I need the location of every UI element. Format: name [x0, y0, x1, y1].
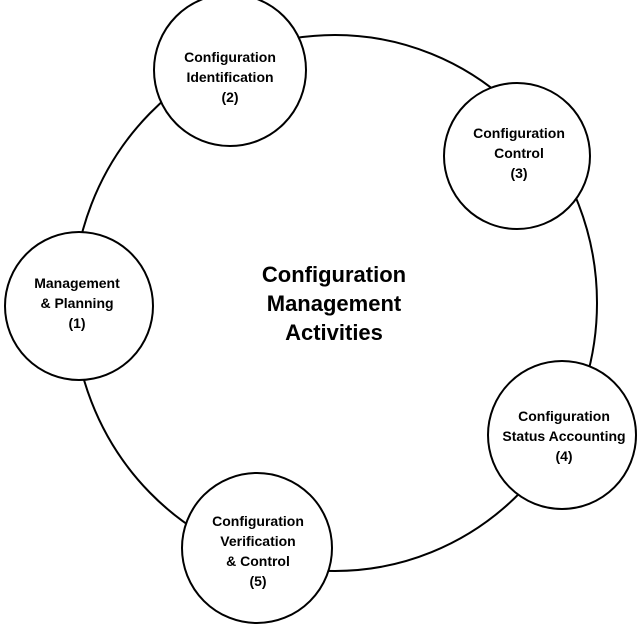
center-title-line-2: Management — [266, 291, 402, 316]
node-label-configuration-verification-control: Configuration Verification & Control (5) — [181, 511, 335, 591]
node-label-number: (2) — [221, 89, 239, 105]
node-label-line: & Control — [226, 553, 290, 569]
node-label-number: (5) — [249, 573, 267, 589]
node-circle-configuration-status-accounting — [487, 360, 637, 510]
node-label-configuration-status-accounting: Configuration Status Accounting (4) — [484, 406, 639, 466]
node-label-line: Configuration — [518, 408, 610, 424]
node-label-line: Configuration — [184, 49, 276, 65]
node-label-number: (1) — [68, 315, 86, 331]
node-label-line: & Planning — [40, 295, 114, 311]
node-label-line: Verification — [220, 533, 296, 549]
node-label-line: Control — [494, 145, 544, 161]
node-circle-configuration-identification — [153, 0, 307, 147]
node-label-line: Management — [34, 275, 120, 291]
node-label-line: Identification — [186, 69, 274, 85]
node-label-configuration-identification: Configuration Identification (2) — [150, 47, 310, 107]
node-label-line: Status Accounting — [502, 428, 626, 444]
node-circle-configuration-verification-control — [181, 472, 333, 624]
center-title-line-3: Activities — [285, 320, 383, 345]
node-circle-configuration-control — [443, 82, 591, 230]
center-title: Configuration Management Activities — [209, 260, 459, 347]
node-label-management-planning: Management & Planning (1) — [0, 273, 154, 333]
node-circle-management-planning — [4, 231, 154, 381]
center-title-line-1: Configuration — [261, 262, 407, 287]
node-label-number: (4) — [555, 448, 573, 464]
node-label-configuration-control: Configuration Control (3) — [444, 123, 594, 183]
node-label-line: Configuration — [212, 513, 304, 529]
node-label-line: Configuration — [473, 125, 565, 141]
node-label-number: (3) — [510, 165, 528, 181]
